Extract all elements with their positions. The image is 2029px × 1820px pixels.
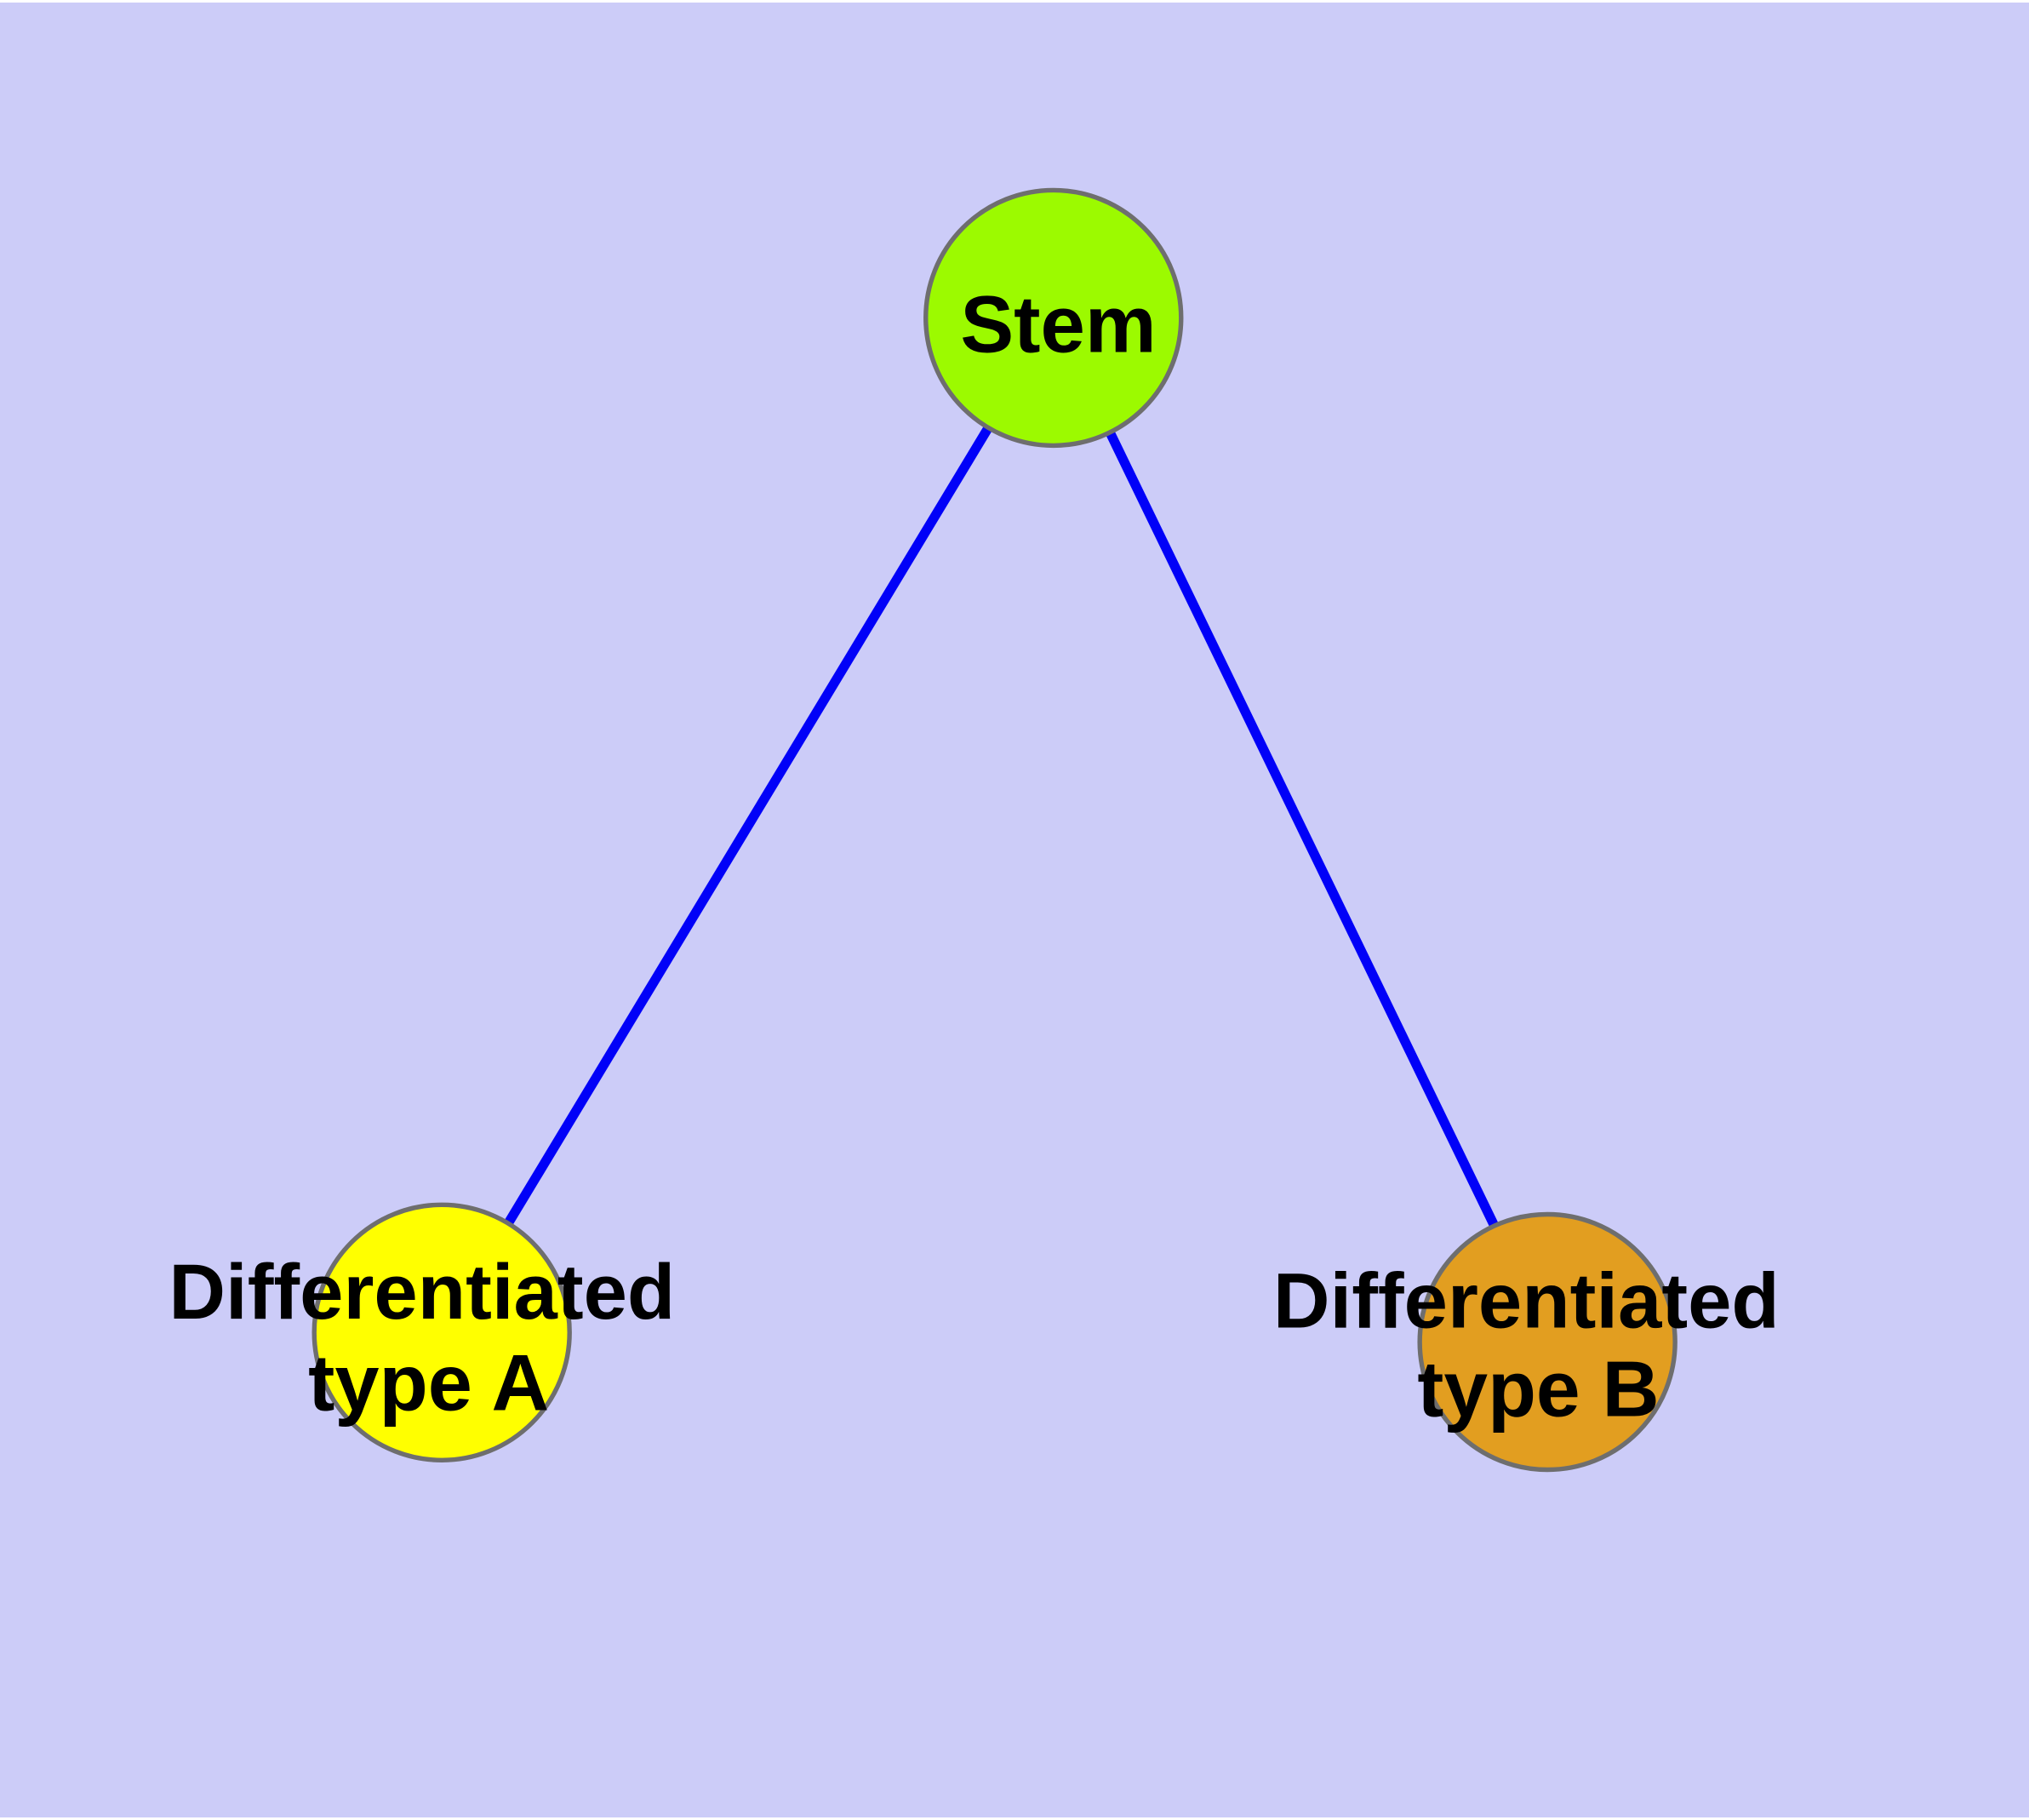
svg-text:Differentiated: Differentiated — [169, 1247, 675, 1336]
svg-text:type A: type A — [308, 1337, 549, 1427]
svg-text:Stem: Stem — [960, 279, 1156, 369]
svg-text:Differentiated: Differentiated — [1273, 1256, 1780, 1344]
svg-text:type B: type B — [1417, 1345, 1659, 1434]
